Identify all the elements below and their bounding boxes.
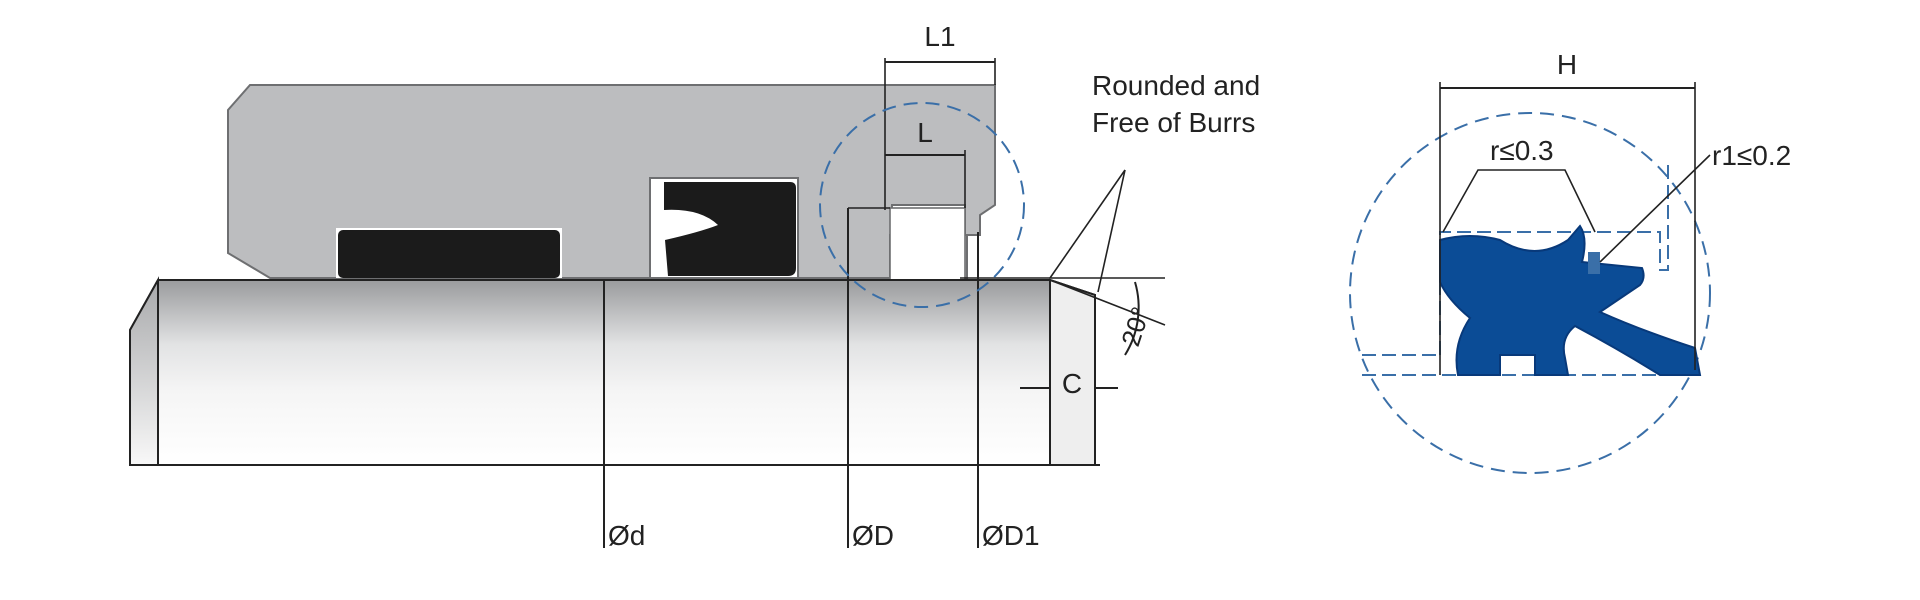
r1-leader	[1599, 154, 1711, 263]
shaft-left-chamfer	[129, 276, 159, 466]
r-leader	[1442, 169, 1596, 233]
angle-arc	[1124, 281, 1140, 356]
u-seal-installed	[664, 182, 796, 276]
rounded-leader-1	[1049, 169, 1126, 279]
D1-label: ØD1	[982, 520, 1040, 551]
seal-lip-notch	[1588, 252, 1600, 274]
rounded-note-line2: Free of Burrs	[1092, 107, 1255, 138]
angle-label: 20°	[1115, 303, 1156, 350]
r1-label: r1≤0.2	[1712, 140, 1791, 171]
rounded-leader-2	[1097, 169, 1126, 293]
L1-label: L1	[924, 21, 955, 52]
rounded-note-line1: Rounded and	[1092, 70, 1260, 101]
C-label: C	[1062, 368, 1082, 399]
r-label: r≤0.3	[1490, 135, 1554, 166]
L-label: L	[917, 117, 933, 148]
H-label: H	[1557, 49, 1577, 80]
u-seal-profile	[1439, 224, 1702, 376]
shaft	[129, 279, 1096, 466]
shaft-right-chamfer	[1049, 278, 1096, 466]
detail-shaft-line	[1362, 354, 1700, 376]
guide-ring	[338, 230, 560, 278]
angle-reference-line	[1049, 279, 1166, 326]
detail-circle-left	[819, 102, 1025, 308]
housing-bore	[889, 207, 966, 281]
d-label: Ød	[608, 520, 645, 551]
detail-circle-right	[1349, 112, 1711, 474]
D-label: ØD	[852, 520, 894, 551]
